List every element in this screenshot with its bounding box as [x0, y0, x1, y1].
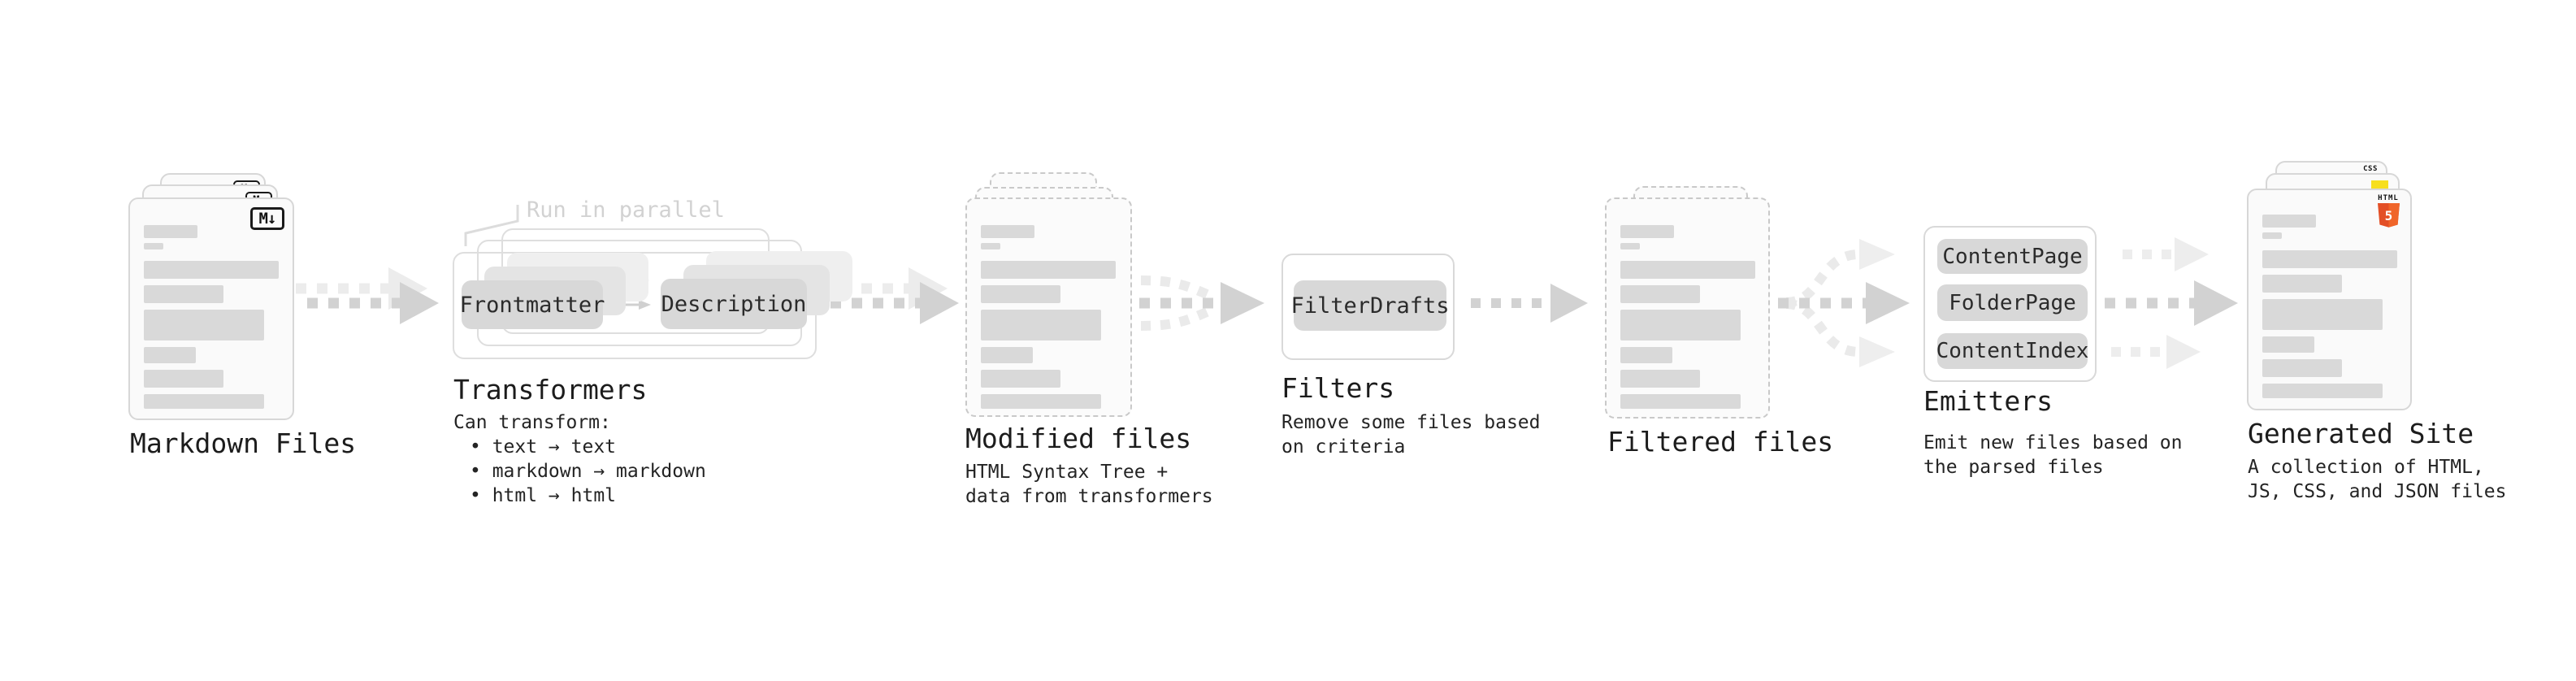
- js-badge: [2371, 180, 2388, 190]
- placeholder-bar: [144, 225, 197, 238]
- description-line: JS, CSS, and JSON files: [2248, 481, 2507, 502]
- stage-label-transformers: Transformers: [453, 374, 648, 406]
- html5-icon: HTML 5: [2374, 195, 2402, 228]
- filters-container: FilterDrafts: [1281, 254, 1455, 360]
- placeholder-bar: [2262, 250, 2397, 268]
- placeholder-bar: [144, 261, 279, 279]
- frontmatter-pill: Frontmatter: [460, 280, 605, 329]
- placeholder-bar: [2262, 384, 2383, 398]
- placeholder-bar: [144, 394, 264, 409]
- flow-arrow-emitters-to-generated: [2105, 237, 2238, 369]
- html5-icon-label: HTML: [2378, 194, 2399, 202]
- description-line: Emit new files based on: [1923, 432, 2183, 453]
- markdown-icon: M↓: [250, 207, 284, 230]
- file-content-placeholder: [144, 225, 279, 409]
- modified-files-description: HTML Syntax Tree + data from transformers: [965, 460, 1213, 509]
- description-pill: Description: [661, 279, 807, 329]
- placeholder-bar: [981, 261, 1116, 279]
- description-line: • text → text: [470, 436, 617, 458]
- folderpage-pill: FolderPage: [1937, 284, 2088, 321]
- stage-label-markdown-files: Markdown Files: [130, 427, 357, 459]
- markdown-file-card-front: M↓: [128, 197, 294, 420]
- css-badge-label: CSS: [2363, 165, 2378, 173]
- stage-label-filtered-files: Filtered files: [1607, 426, 1834, 458]
- placeholder-bar: [144, 347, 196, 363]
- description-line: on criteria: [1281, 436, 1406, 458]
- file-content-placeholder: [2262, 215, 2397, 398]
- placeholder-bar: [1620, 370, 1700, 388]
- description-line: • markdown → markdown: [470, 461, 706, 482]
- description-line: HTML Syntax Tree +: [965, 462, 1169, 483]
- filters-description: Remove some files based on criteria: [1281, 410, 1541, 459]
- contentindex-pill: ContentIndex: [1936, 333, 2088, 369]
- contentpage-pill: ContentPage: [1937, 239, 2088, 274]
- placeholder-bar: [1620, 225, 1674, 238]
- filtered-files-stack: [1605, 186, 1808, 430]
- placeholder-bar: [981, 285, 1060, 303]
- description-line: Remove some files based: [1281, 412, 1541, 433]
- placeholder-bar: [2262, 232, 2282, 239]
- placeholder-bar: [981, 310, 1101, 340]
- description-line: data from transformers: [965, 486, 1213, 507]
- description-line: Can transform:: [453, 412, 611, 433]
- placeholder-bar: [1620, 347, 1672, 363]
- placeholder-bar: [2262, 215, 2316, 228]
- placeholder-bar: [1620, 310, 1741, 340]
- placeholder-bar: [981, 225, 1034, 238]
- placeholder-bar: [1620, 261, 1755, 279]
- filterdrafts-pill: FilterDrafts: [1290, 280, 1450, 331]
- modified-file-card-front: [965, 197, 1132, 417]
- description-line: A collection of HTML,: [2248, 457, 2484, 478]
- markdown-files-stack: M↓ M↓ M↓: [128, 172, 332, 424]
- stage-label-filters: Filters: [1281, 372, 1395, 404]
- file-content-placeholder: [981, 225, 1116, 409]
- placeholder-bar: [1620, 243, 1640, 249]
- flow-arrow-filters-to-filtered: [1471, 284, 1588, 323]
- placeholder-bar: [1620, 285, 1700, 303]
- placeholder-bar: [981, 347, 1033, 363]
- html5-icon-number: 5: [2384, 208, 2392, 223]
- placeholder-bar: [981, 243, 1000, 249]
- placeholder-bar: [2262, 336, 2314, 353]
- transformers-description: Can transform: • text → text • markdown → …: [453, 410, 706, 508]
- generated-site-stack: CSS HTML 5: [2247, 161, 2450, 421]
- stage-label-emitters: Emitters: [1923, 385, 2053, 417]
- transformers-stack: Frontmatter Description: [453, 228, 852, 367]
- placeholder-bar: [1620, 394, 1741, 409]
- filtered-file-card-front: [1605, 197, 1770, 419]
- placeholder-bar: [144, 243, 163, 249]
- generated-file-card-html: HTML 5: [2247, 189, 2412, 410]
- file-content-placeholder: [1620, 225, 1755, 409]
- placeholder-bar: [2262, 359, 2342, 377]
- stage-label-modified-files: Modified files: [965, 423, 1192, 454]
- description-line: • html → html: [470, 485, 617, 506]
- placeholder-bar: [144, 370, 223, 388]
- placeholder-bar: [144, 285, 223, 303]
- emitters-container: ContentPage FolderPage ContentIndex: [1923, 226, 2097, 382]
- generated-site-description: A collection of HTML, JS, CSS, and JSON f…: [2248, 455, 2507, 504]
- modified-files-stack: [965, 172, 1169, 424]
- description-line: the parsed files: [1923, 457, 2104, 478]
- run-in-parallel-callout: Run in parallel: [527, 197, 725, 223]
- stage-label-generated-site: Generated Site: [2248, 418, 2474, 449]
- placeholder-bar: [144, 310, 264, 340]
- placeholder-bar: [2262, 275, 2342, 293]
- placeholder-bar: [981, 394, 1101, 409]
- placeholder-bar: [981, 370, 1060, 388]
- emitters-description: Emit new files based on the parsed files: [1923, 431, 2183, 479]
- placeholder-bar: [2262, 299, 2383, 330]
